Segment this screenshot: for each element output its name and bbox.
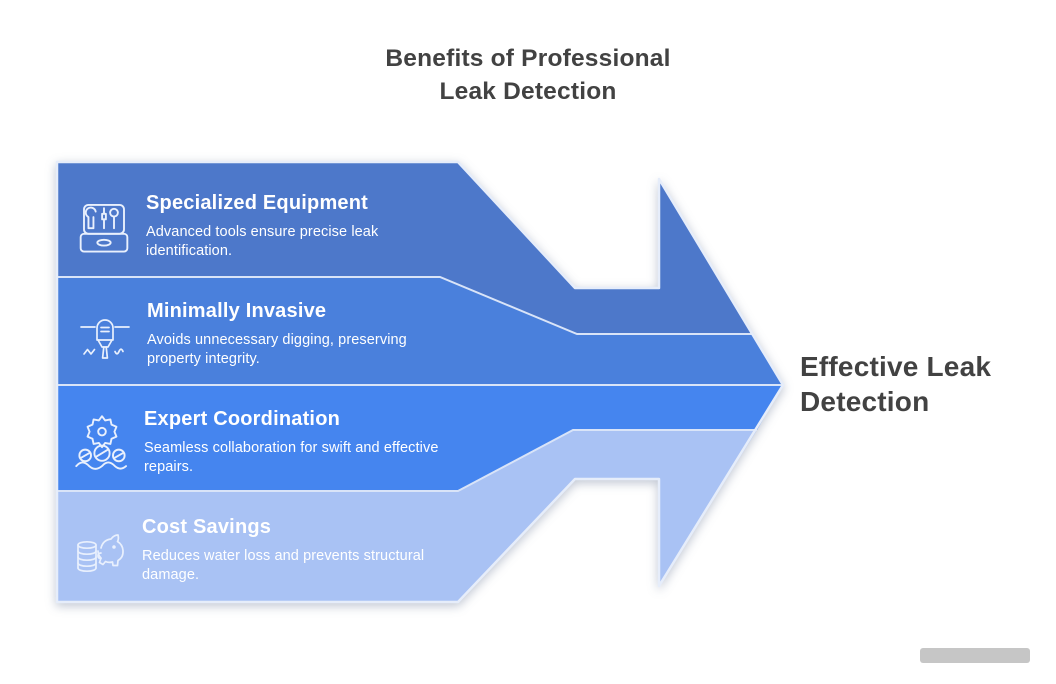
band-cost-savings: Cost Savings Reduces water loss and prev…	[72, 508, 442, 592]
band-body: Seamless collaboration for swift and eff…	[144, 440, 439, 475]
diagram-title-line2: Leak Detection	[439, 78, 617, 105]
band-body: Reduces water loss and prevents structur…	[142, 548, 425, 583]
band-shape-cost-savings	[57, 430, 757, 602]
band-shape-specialized-equipment	[57, 162, 752, 334]
band-text-block: Specialized Equipment Advanced tools ens…	[146, 192, 398, 260]
separator-line-3	[57, 429, 757, 492]
diagram-title-line1: Benefits of Professional	[385, 45, 671, 72]
band-heading: Expert Coordination	[144, 408, 341, 430]
band-expert-coordination: Expert Coordination Seamless collaborati…	[74, 400, 476, 484]
band-shape-expert-coordination	[57, 385, 783, 491]
outcome-label: Effective Leak Detection	[800, 349, 991, 419]
band-shape-minimally-invasive	[57, 277, 783, 385]
arrow-outline	[55, 160, 785, 604]
band-text-block: Cost Savings Reduces water loss and prev…	[142, 516, 442, 584]
jackhammer-icon	[77, 304, 133, 364]
band-heading: Specialized Equipment	[146, 192, 369, 214]
watermark-bar	[920, 648, 1030, 663]
band-specialized-equipment: Specialized Equipment Advanced tools ens…	[76, 184, 398, 268]
outcome-label-line2: Detection	[800, 386, 930, 417]
band-body: Advanced tools ensure precise leak ident…	[146, 224, 379, 259]
separator-line-1	[57, 276, 752, 335]
toolbox-icon	[76, 196, 132, 256]
band-minimally-invasive: Minimally Invasive Avoids unnecessary di…	[77, 292, 429, 376]
outcome-label-line1: Effective Leak	[800, 351, 992, 382]
diagram-title: Benefits of Professional Leak Detection	[0, 42, 1056, 108]
band-text-block: Minimally Invasive Avoids unnecessary di…	[147, 300, 429, 368]
band-heading: Minimally Invasive	[147, 300, 327, 322]
band-heading: Cost Savings	[142, 516, 272, 538]
gear-people-icon	[74, 412, 130, 472]
band-text-block: Expert Coordination Seamless collaborati…	[144, 408, 476, 476]
band-body: Avoids unnecessary digging, preserving p…	[147, 332, 407, 367]
piggy-bank-icon	[72, 520, 128, 580]
